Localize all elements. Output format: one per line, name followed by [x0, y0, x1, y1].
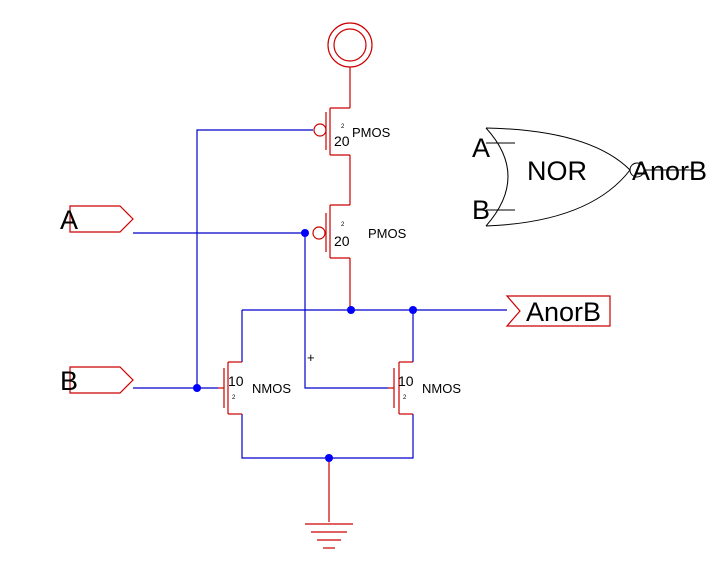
- nmos-right-size-label: 10: [398, 373, 414, 389]
- wire-b-to-pmos-top: [196, 129, 313, 388]
- nmos-left-type-label: NMOS: [252, 381, 291, 396]
- wires: [133, 129, 507, 459]
- pmos-top-size-label: 20: [334, 133, 350, 149]
- junction-dots: [193, 229, 417, 462]
- pmos-top-type-label: PMOS: [352, 125, 391, 140]
- input-pin-b[interactable]: [69, 366, 134, 394]
- output-pin-label: AnorB: [526, 297, 601, 327]
- nmos-right-type-label: NMOS: [422, 381, 461, 396]
- wire-ground-node: [241, 414, 414, 459]
- nmos-left-transistor[interactable]: [218, 361, 242, 415]
- ground-icon[interactable]: [305, 458, 353, 549]
- output-pin[interactable]: [505, 295, 611, 327]
- nor-symbol-gate-label: NOR: [527, 156, 587, 186]
- nmos-left-tiny-label: 2: [232, 395, 236, 401]
- input-pin-b-label: B: [60, 366, 78, 396]
- pmos-mid-tiny-label: 2: [341, 222, 345, 228]
- input-pin-a-label: A: [60, 205, 78, 235]
- nor-symbol-input-b: B: [472, 195, 490, 225]
- nmos-right-tiny-label: 2: [403, 395, 407, 401]
- wire-a-to-nmos-right: [304, 233, 388, 389]
- input-pin-a[interactable]: [69, 205, 134, 233]
- vdd-supply-inner: [333, 28, 367, 62]
- cursor-crosshair-icon: +: [307, 350, 315, 365]
- nmos-right-transistor[interactable]: [388, 361, 413, 415]
- pmos-mid-type-label: PMOS: [368, 226, 407, 241]
- nor-symbol-input-a: A: [472, 133, 490, 163]
- nor-gate-symbol[interactable]: [485, 127, 700, 227]
- pmos-top-tiny-label: 2: [341, 124, 345, 130]
- devices: [69, 22, 611, 549]
- pmos-mid-size-label: 20: [334, 233, 350, 249]
- nor-symbol-output: AnorB: [632, 156, 707, 186]
- pmos-top-transistor[interactable]: [313, 107, 351, 205]
- nmos-left-size-label: 10: [228, 373, 244, 389]
- pmos-mid-transistor[interactable]: [312, 204, 351, 310]
